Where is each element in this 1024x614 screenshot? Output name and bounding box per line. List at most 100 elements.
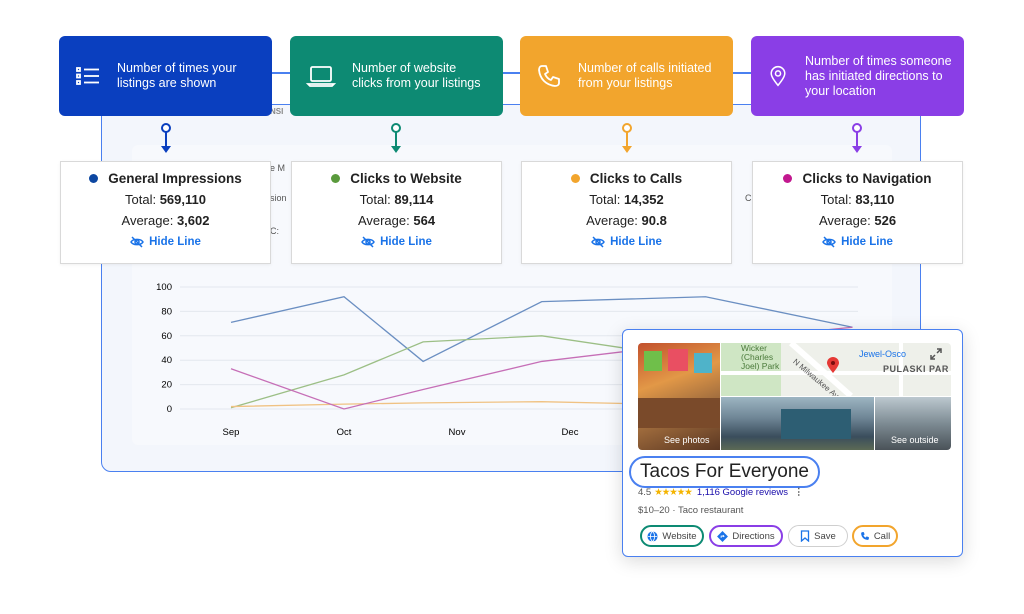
directions-button[interactable]: Directions <box>709 525 783 547</box>
average-label: Average: <box>357 213 410 228</box>
total-value: 14,352 <box>623 192 664 207</box>
frag-e: C: <box>270 226 279 236</box>
y-tick-label: 100 <box>156 282 172 293</box>
metric-card-website: Clicks to Website Total: 89,114 Average:… <box>291 161 502 264</box>
rating-value: 4.5 <box>638 487 652 498</box>
expand-icon[interactable] <box>929 347 943 361</box>
total-label: Total: <box>820 192 852 207</box>
decor-counter <box>638 398 720 428</box>
hide-line-button[interactable]: Hide Line <box>753 236 962 248</box>
phone-icon <box>860 532 869 540</box>
reviews-link[interactable]: 1,116 Google reviews <box>696 487 788 498</box>
hide-line-label: Hide Line <box>610 236 662 248</box>
header-card-text: Number of website clicks from your listi… <box>352 61 481 90</box>
total-label: Total: <box>359 192 391 207</box>
frag-b: e M <box>270 163 286 173</box>
y-tick-label: 0 <box>167 404 172 415</box>
phone-icon <box>538 65 560 87</box>
map-marker-icon <box>827 357 839 373</box>
average-value: 564 <box>413 213 436 228</box>
frag-d: C <box>745 193 752 203</box>
website-button-label: Website <box>662 530 697 542</box>
business-listing-card: See photos Wicker (Charles Joel) Park N … <box>622 329 963 557</box>
header-card-text: Number of times someone has initiated di… <box>805 53 952 98</box>
save-button[interactable]: Save <box>788 525 848 547</box>
map-graphic <box>721 343 951 396</box>
storefront-photo[interactable] <box>721 397 874 450</box>
decor-art <box>644 351 662 371</box>
decor-facade <box>781 409 851 439</box>
hide-line-button[interactable]: Hide Line <box>522 236 731 248</box>
hide-line-label: Hide Line <box>841 236 893 248</box>
rating-row: 4.5 ★★★★★ 1,116 Google reviews ⋮ <box>638 487 804 498</box>
average-label: Average: <box>586 213 638 228</box>
directions-icon <box>717 530 729 542</box>
eye-off-icon <box>361 236 375 248</box>
connector-line <box>160 72 860 74</box>
hide-line-label: Hide Line <box>149 236 201 248</box>
header-card-impressions: Number of times your listings are shown <box>59 36 272 116</box>
x-tick-label: Nov <box>449 427 466 438</box>
average-label: Average: <box>818 213 871 228</box>
metric-card-impressions: General Impressions Total: 569,110 Avera… <box>60 161 271 264</box>
street-view-photo[interactable]: See outside <box>875 397 951 450</box>
metric-title: Clicks to Navigation <box>802 171 932 186</box>
legend-dot <box>783 174 793 183</box>
decor-art <box>668 349 688 371</box>
metric-card-calls: Clicks to Calls Total: 14,352 Average: 9… <box>521 161 732 264</box>
average-value: 526 <box>874 213 897 228</box>
frag-a: NSI <box>270 107 284 116</box>
laptop-icon <box>306 66 336 87</box>
y-tick-label: 20 <box>161 380 172 391</box>
see-photos-label: See photos <box>664 435 710 445</box>
eye-off-icon <box>130 236 144 248</box>
header-card-navigation: Number of times someone has initiated di… <box>751 36 964 116</box>
connector-stem-navigation <box>852 123 862 153</box>
metric-card-navigation: Clicks to Navigation Total: 83,110 Avera… <box>752 161 963 264</box>
hide-line-button[interactable]: Hide Line <box>61 236 270 248</box>
total-label: Total: <box>125 192 157 207</box>
save-button-label: Save <box>814 530 836 542</box>
map-store-label: Jewel-Osco <box>859 349 907 359</box>
map-pin-icon <box>770 65 786 87</box>
more-options-icon[interactable]: ⋮ <box>794 487 804 498</box>
connector-stem-website <box>391 123 401 153</box>
call-button[interactable]: Call <box>852 525 898 547</box>
total-value: 83,110 <box>855 192 895 207</box>
website-button[interactable]: Website <box>640 525 704 547</box>
map-area-label: PULASKI PAR <box>883 364 949 374</box>
frag-c: sion <box>270 193 287 203</box>
call-button-label: Call <box>873 530 891 542</box>
eye-off-icon <box>822 236 836 248</box>
total-value: 569,110 <box>159 192 206 207</box>
total-label: Total: <box>589 192 621 207</box>
y-tick-label: 60 <box>161 331 172 342</box>
star-rating-icon: ★★★★★ <box>654 487 693 498</box>
connector-stem-impressions <box>161 123 171 153</box>
average-value: 90.8 <box>641 213 667 228</box>
decor-art <box>694 353 712 373</box>
x-tick-label: Dec <box>562 427 579 438</box>
connector-stem-calls <box>622 123 632 153</box>
hide-line-label: Hide Line <box>380 236 432 248</box>
legend-dot <box>331 174 341 183</box>
metric-title: General Impressions <box>108 171 242 186</box>
bookmark-icon <box>801 530 810 542</box>
metric-title: Clicks to Calls <box>589 171 683 186</box>
see-outside-label: See outside <box>891 435 939 445</box>
restaurant-photo[interactable]: See photos <box>638 343 720 450</box>
price-category: $10–20 · Taco restaurant <box>638 505 744 516</box>
location-map[interactable]: Wicker (Charles Joel) Park N Milwaukee A… <box>721 343 951 396</box>
header-card-website: Number of website clicks from your listi… <box>290 36 503 116</box>
business-name[interactable]: Tacos For Everyone <box>629 456 820 488</box>
total-value: 89,114 <box>394 192 434 207</box>
metric-title: Clicks to Website <box>350 171 462 186</box>
header-card-text: Number of times your listings are shown <box>117 61 237 90</box>
list-icon <box>76 67 99 85</box>
average-value: 3,602 <box>176 213 210 228</box>
x-tick-label: Oct <box>337 427 352 438</box>
y-tick-label: 80 <box>161 306 172 317</box>
hide-line-button[interactable]: Hide Line <box>292 236 501 248</box>
legend-dot <box>89 174 99 183</box>
header-card-text: Number of calls initiated from your list… <box>578 61 712 90</box>
